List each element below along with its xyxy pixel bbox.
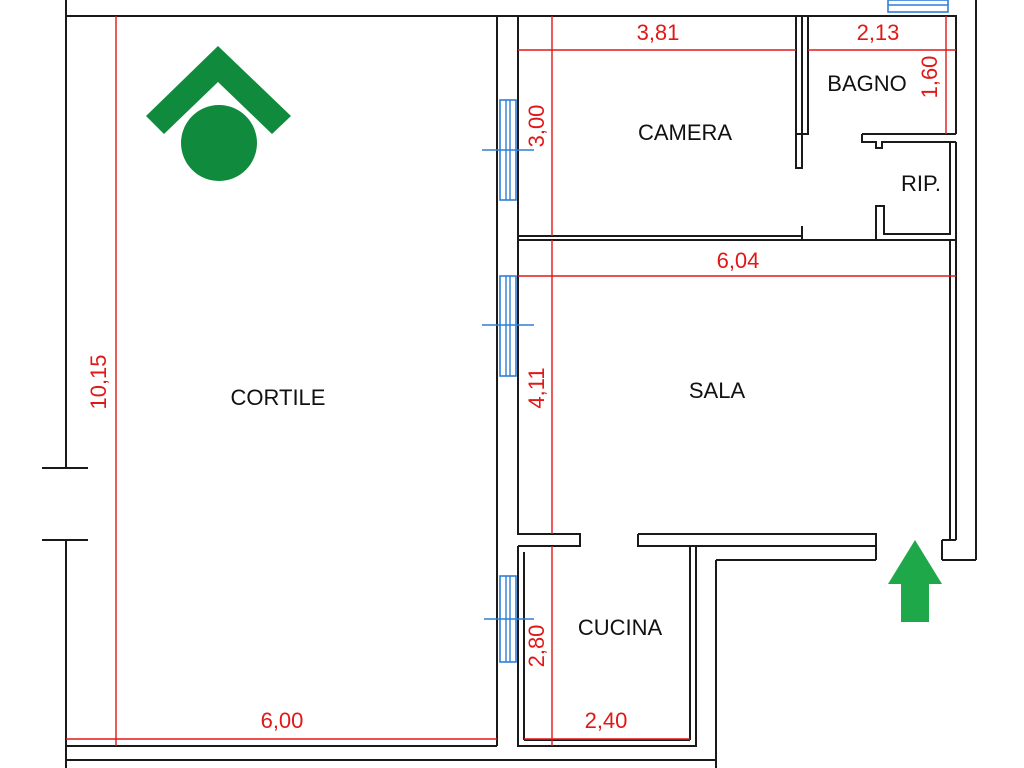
room-label-sala: SALA xyxy=(689,378,746,403)
dim-cucina-height: 2,80 xyxy=(524,625,549,668)
house-roof-logo-icon xyxy=(146,46,291,181)
dim-camera-height: 3,00 xyxy=(524,105,549,148)
dimension-lines xyxy=(66,16,956,746)
room-label-cortile: CORTILE xyxy=(231,385,326,410)
room-label-camera: CAMERA xyxy=(638,120,732,145)
room-label-bagno: BAGNO xyxy=(827,71,906,96)
dim-cucina-width: 2,40 xyxy=(585,708,628,733)
window-bagno xyxy=(887,0,949,13)
window-camera xyxy=(482,99,534,201)
dim-bagno-height: 1,60 xyxy=(917,56,942,99)
dim-sala-width: 6,04 xyxy=(717,248,760,273)
walls xyxy=(42,0,977,768)
entrance-arrow-icon xyxy=(888,540,942,622)
dim-cortile-width: 6,00 xyxy=(261,708,304,733)
room-label-cucina: CUCINA xyxy=(578,615,663,640)
room-label-ripostiglio: RIP. xyxy=(901,171,941,196)
dim-sala-height: 4,11 xyxy=(524,367,549,408)
dim-bagno-width: 2,13 xyxy=(857,20,900,45)
window-sala xyxy=(482,275,534,377)
window-cucina xyxy=(484,575,534,663)
dim-cortile-height: 10,15 xyxy=(86,354,111,409)
dim-camera-width: 3,81 xyxy=(637,20,680,45)
